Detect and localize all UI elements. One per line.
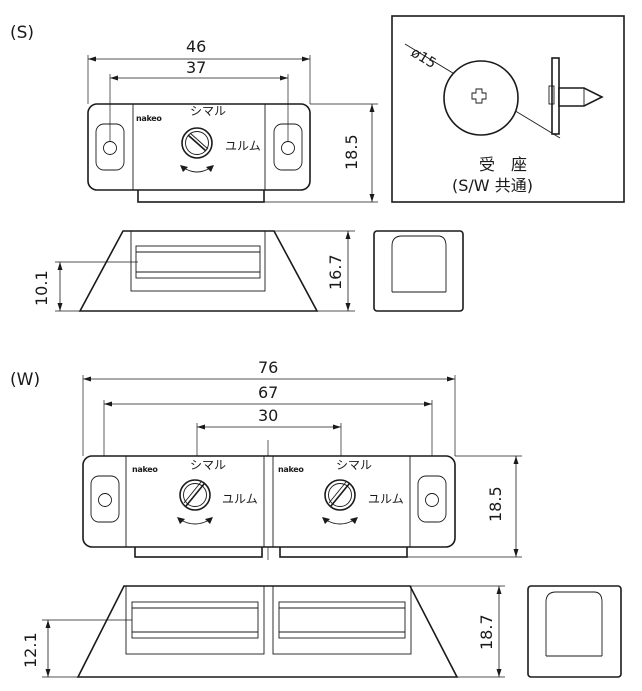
w-yurumu-label-left: ユルム — [222, 492, 258, 506]
w-dim-side-height: 18.7 — [477, 614, 496, 650]
s-front-view: nakeo シマル ユルム — [87, 103, 311, 203]
s-dim-magnet-height: 10.1 — [32, 270, 51, 306]
w-end-view — [527, 585, 622, 678]
s-magnet-height-dimension — [55, 261, 138, 312]
w-magnet-height-dimension — [42, 619, 132, 678]
w-dim-hole-pitch: 67 — [258, 383, 278, 402]
w-dim-magnet-height: 12.1 — [21, 632, 40, 668]
w-adjust-screw-right — [324, 479, 356, 511]
strike-plate-box — [391, 15, 625, 203]
s-end-view — [373, 230, 464, 312]
s-brand-logo: nakeo — [136, 114, 162, 123]
s-dim-hole-pitch: 37 — [186, 58, 206, 77]
s-dim-overall-width: 46 — [186, 37, 206, 56]
section-label-w: (W) — [10, 370, 40, 390]
section-label-s: (S) — [10, 23, 34, 43]
s-dim-side-height: 16.7 — [326, 254, 345, 290]
s-dim-body-height: 18.5 — [342, 134, 361, 170]
w-shimaru-label-right: シマル — [336, 458, 372, 472]
s-side-height-dimension — [274, 230, 355, 312]
s-height-dimension — [264, 103, 378, 203]
w-brand-logo-right: nakeo — [278, 465, 304, 474]
s-shimaru-label: シマル — [190, 104, 226, 118]
strike-plate-subtitle: (S/W 共通) — [452, 176, 533, 195]
w-dim-magnet-pitch: 30 — [258, 406, 278, 425]
w-dim-body-height: 18.5 — [486, 486, 505, 522]
w-height-dimension — [407, 455, 522, 558]
w-shimaru-label-left: シマル — [190, 458, 226, 472]
s-yurumu-label: ユルム — [225, 139, 261, 153]
w-width-dimensions — [82, 375, 456, 560]
w-bottom-view — [76, 585, 459, 678]
s-width-dimensions — [87, 55, 311, 141]
w-adjust-screw-left — [179, 479, 211, 511]
strike-plate-title: 受 座 — [479, 155, 527, 174]
s-bottom-view — [78, 230, 319, 312]
w-brand-logo-left: nakeo — [132, 465, 158, 474]
w-dim-overall-width: 76 — [258, 358, 278, 377]
w-front-view: nakeo nakeo シマル シマル ユルム ユルム — [82, 455, 456, 558]
s-adjust-screw — [181, 127, 213, 159]
w-side-height-dimension — [410, 585, 505, 678]
w-yurumu-label-right: ユルム — [368, 492, 404, 506]
